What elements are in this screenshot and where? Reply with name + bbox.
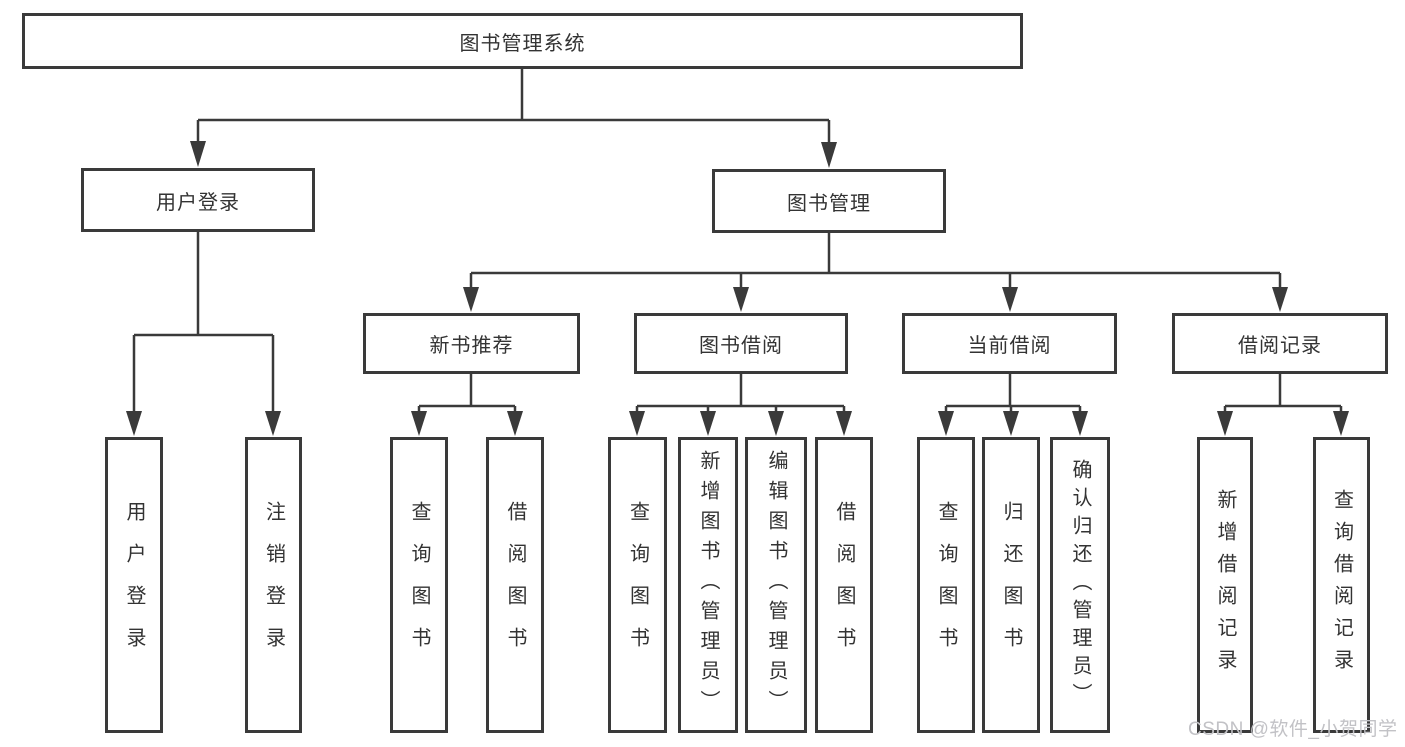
- node-label: 查询图书: [626, 501, 649, 669]
- leaf-add-books-admin: 新增图书（管理员）: [678, 437, 738, 733]
- leaf-borrow-books-recommend: 借阅图书: [486, 437, 544, 733]
- node-root-system: 图书管理系统: [22, 13, 1023, 69]
- node-label: 图书管理系统: [459, 32, 586, 55]
- leaf-edit-books-admin: 编辑图书（管理员）: [745, 437, 807, 733]
- node-label: 借阅记录: [1238, 335, 1322, 357]
- node-label: 图书管理: [787, 192, 871, 215]
- node-label: 查询图书: [408, 501, 430, 669]
- leaf-user-login: 用户登录: [105, 437, 163, 733]
- node-user-login: 用户登录: [81, 168, 315, 232]
- node-borrow-records: 借阅记录: [1172, 313, 1388, 374]
- leaf-query-books-recommend: 查询图书: [390, 437, 448, 733]
- node-label: 借阅图书: [833, 501, 855, 669]
- leaf-logout: 注销登录: [245, 437, 302, 733]
- node-label: 查询图书: [935, 501, 957, 669]
- node-label: 确认归还（管理员）: [1069, 459, 1091, 711]
- node-label: 当前借阅: [967, 335, 1052, 357]
- node-label: 新书推荐: [429, 335, 514, 357]
- node-label: 用户登录: [156, 191, 240, 214]
- leaf-return-books: 归还图书: [982, 437, 1040, 733]
- leaf-borrow-books: 借阅图书: [815, 437, 873, 733]
- csdn-watermark: CSDN @软件_小贺同学: [1188, 719, 1398, 740]
- leaf-query-borrow-record: 查询借阅记录: [1313, 437, 1370, 733]
- node-current-borrowing: 当前借阅: [902, 313, 1117, 374]
- leaf-query-books-borrow: 查询图书: [608, 437, 667, 733]
- node-label: 注销登录: [262, 501, 285, 669]
- node-label: 新增图书（管理员）: [697, 450, 719, 720]
- node-label: 用户登录: [123, 501, 145, 669]
- leaf-confirm-return-admin: 确认归还（管理员）: [1050, 437, 1110, 733]
- node-label: 借阅图书: [504, 501, 526, 669]
- leaf-query-books-current: 查询图书: [917, 437, 975, 733]
- node-label: 归还图书: [1000, 501, 1022, 669]
- node-new-book-recommend: 新书推荐: [363, 313, 580, 374]
- node-label: 新增借阅记录: [1214, 489, 1236, 681]
- node-label: 图书借阅: [699, 335, 783, 357]
- node-label: 查询借阅记录: [1330, 489, 1353, 681]
- node-label: 编辑图书（管理员）: [765, 450, 787, 720]
- node-book-management: 图书管理: [712, 169, 946, 233]
- node-book-borrowing: 图书借阅: [634, 313, 848, 374]
- leaf-add-borrow-record: 新增借阅记录: [1197, 437, 1253, 733]
